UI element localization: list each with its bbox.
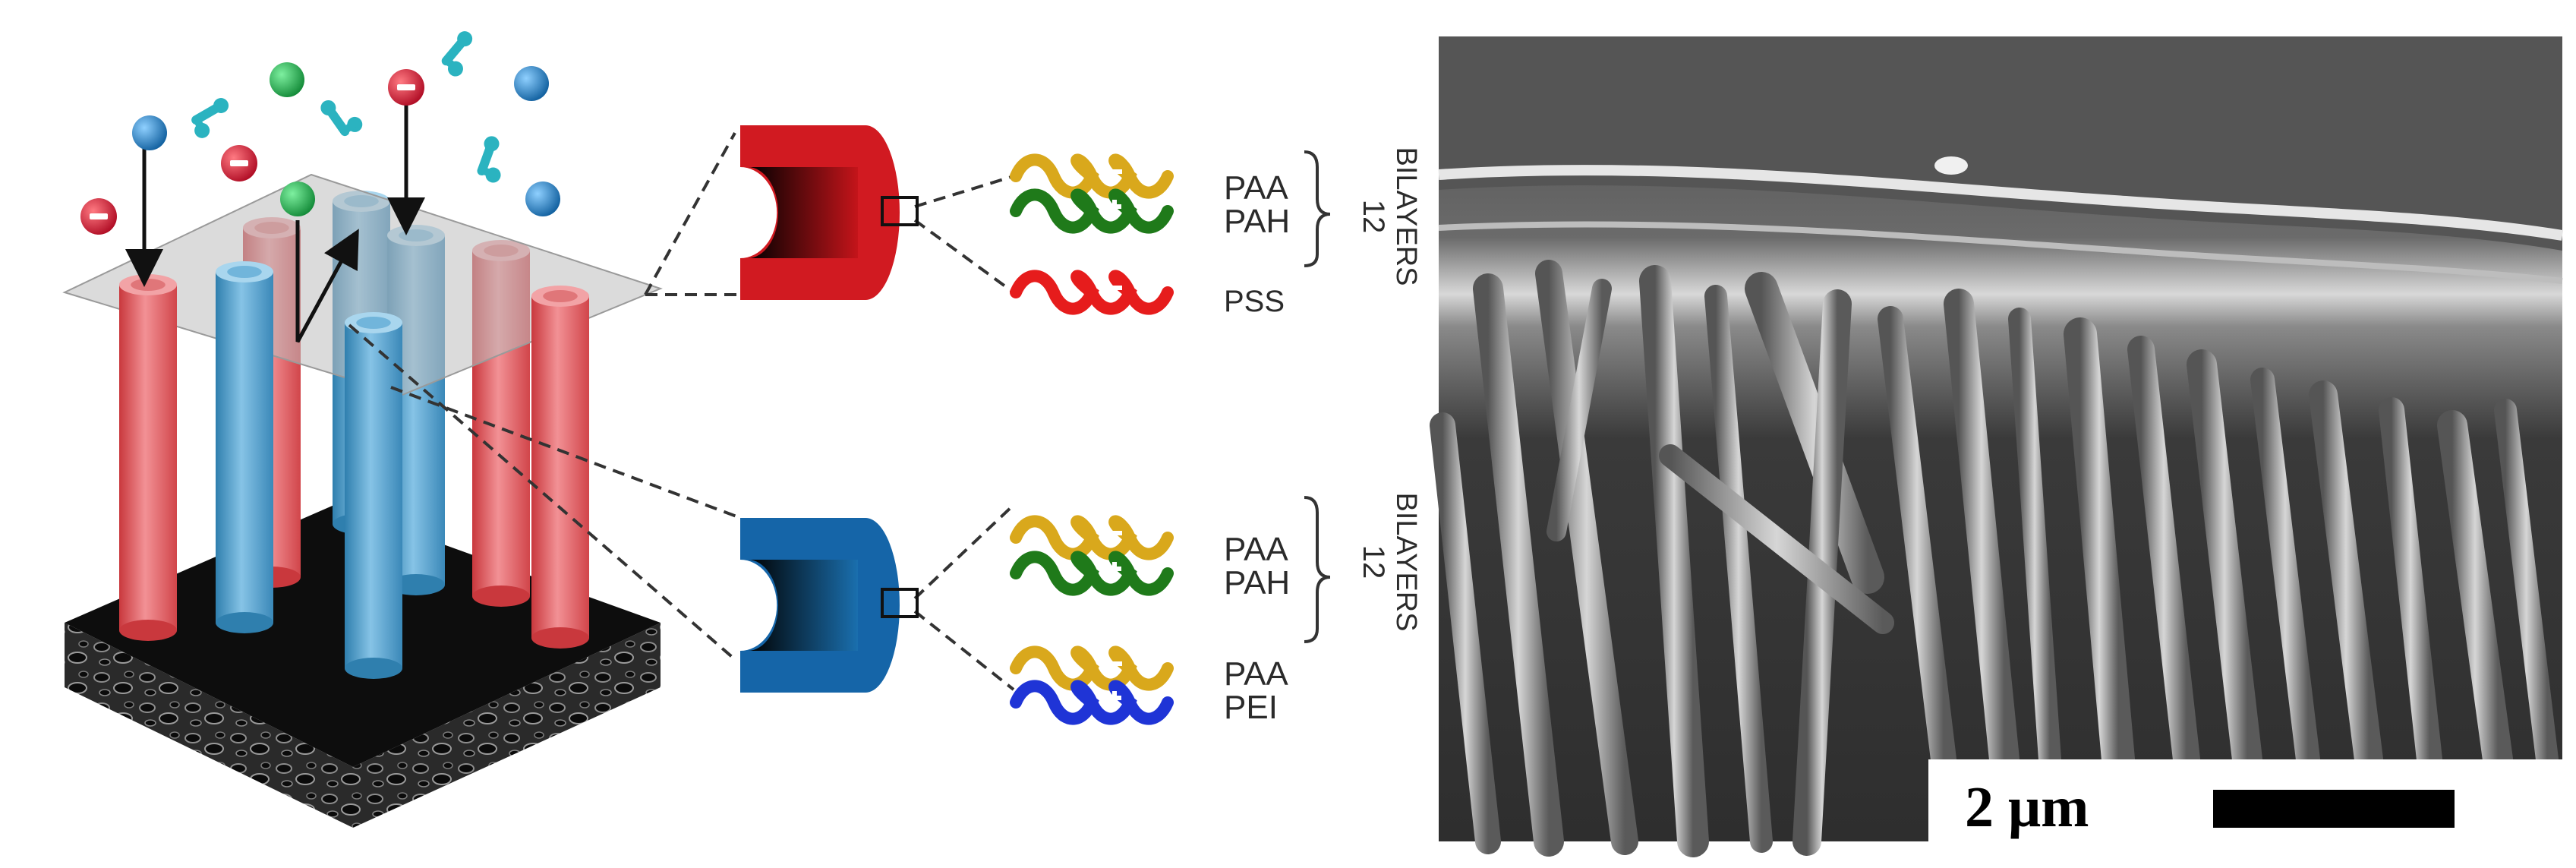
sem-fiber bbox=[1639, 265, 1709, 857]
red-rod bbox=[119, 274, 177, 641]
red-rod-cross-section bbox=[740, 125, 919, 300]
pah-chain bbox=[1010, 551, 1174, 596]
chain-label: PAA bbox=[1224, 531, 1288, 568]
sem-fiber bbox=[1547, 279, 1612, 541]
blue-rod bbox=[216, 261, 273, 633]
sem-fiber bbox=[2008, 308, 2061, 771]
neutral-ion-icon bbox=[270, 62, 304, 97]
scale-bar-label: 2 μm bbox=[1965, 775, 2089, 839]
porous-support-side-right bbox=[353, 623, 661, 828]
zoom-box bbox=[881, 588, 919, 618]
sem-micrograph: 2 μm bbox=[1430, 36, 2566, 857]
sem-fiber bbox=[1944, 289, 2019, 775]
sem-fiber bbox=[1878, 306, 1956, 772]
sem-fiber bbox=[2437, 410, 2513, 775]
membrane-schematic bbox=[62, 31, 663, 828]
bilayer-word: BILAYERS bbox=[1390, 147, 1422, 286]
sem-fiber bbox=[1430, 412, 1501, 854]
chain-label: PAH bbox=[1224, 203, 1290, 240]
sem-fiber bbox=[2127, 336, 2200, 773]
chain-label: PSS bbox=[1224, 285, 1285, 318]
chain-label: PAA bbox=[1224, 169, 1288, 207]
scale-bar bbox=[2213, 790, 2455, 828]
water-molecule-icon bbox=[441, 31, 473, 77]
water-molecule-icon bbox=[191, 98, 229, 138]
chain-labels: PAA PAH PSS PAA PAH PAA PEI bbox=[1224, 169, 1290, 726]
porous-support-side-left bbox=[65, 623, 353, 828]
pah-chain bbox=[1010, 188, 1174, 234]
selective-layer-plane bbox=[62, 173, 663, 396]
sem-fiber bbox=[2309, 380, 2383, 774]
neutral-ion-icon bbox=[132, 115, 167, 150]
pss-chain bbox=[1010, 270, 1174, 315]
chain-label: PAA bbox=[1224, 655, 1288, 693]
chain-label: PEI bbox=[1224, 689, 1278, 726]
paa-chain bbox=[1010, 515, 1174, 560]
bilayer-word: BILAYERS bbox=[1390, 492, 1422, 631]
paa-chain bbox=[1010, 153, 1174, 199]
red-rod bbox=[531, 286, 589, 649]
bilayer-count: 12 bbox=[1357, 545, 1390, 579]
sem-fiber bbox=[2250, 368, 2320, 772]
zoom-box bbox=[881, 196, 919, 226]
pei-chain bbox=[1010, 680, 1174, 725]
neutral-ion-icon bbox=[525, 181, 560, 216]
blue-rod bbox=[345, 312, 402, 679]
sem-fiber bbox=[2187, 349, 2262, 775]
sem-fiber bbox=[1473, 273, 1564, 857]
sem-fiber bbox=[1659, 444, 1894, 634]
paa-chain bbox=[1010, 645, 1174, 691]
sem-fiber bbox=[2494, 399, 2559, 771]
top-bilayer-label: 12 BILAYERS bbox=[1357, 147, 1422, 286]
bottom-bilayer-label: 12 BILAYERS bbox=[1357, 492, 1422, 631]
sem-fiber bbox=[1704, 285, 1773, 853]
blue-rod-cross-section bbox=[740, 518, 919, 693]
zoom-connectors bbox=[348, 132, 1015, 691]
chain-label: PAH bbox=[1224, 564, 1290, 601]
sem-fiber bbox=[1745, 272, 1884, 594]
water-molecule-icon bbox=[477, 136, 501, 183]
sem-fiber bbox=[2064, 317, 2135, 776]
water-molecule-icon bbox=[320, 99, 363, 137]
transport-arrow-icon bbox=[295, 220, 359, 343]
bilayer-count: 12 bbox=[1357, 200, 1390, 234]
bilayer-braces bbox=[1304, 150, 1331, 643]
sem-fiber bbox=[2379, 397, 2442, 772]
minus-ion-icon bbox=[221, 145, 257, 181]
minus-ion-icon bbox=[388, 69, 424, 106]
minus-ion-icon bbox=[80, 198, 117, 235]
sem-fiber bbox=[1535, 260, 1638, 855]
neutral-ion-icon bbox=[514, 66, 549, 101]
neutral-ion-icon bbox=[280, 181, 315, 216]
